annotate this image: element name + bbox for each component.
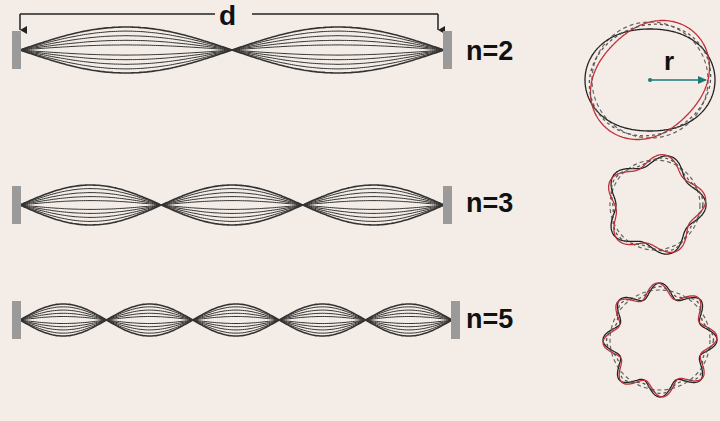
circular-wave <box>603 283 717 397</box>
circular-wave <box>609 155 706 253</box>
clamp <box>451 301 460 339</box>
dimension-label: d <box>219 2 236 30</box>
circular-wave <box>585 29 715 131</box>
wave-line <box>20 304 452 336</box>
string-waves <box>20 27 452 336</box>
clamp <box>12 186 21 224</box>
orbit-circle <box>610 290 710 390</box>
wave-line <box>20 197 444 214</box>
wave-line <box>20 185 444 225</box>
circular-wave <box>607 287 714 394</box>
wave-line <box>20 317 452 324</box>
mode-label: n=2 <box>466 38 513 65</box>
circular-wave <box>589 24 710 136</box>
wave-line <box>20 313 452 326</box>
wave-line <box>20 304 452 336</box>
wave-line <box>20 36 444 65</box>
circular-wave <box>611 158 703 251</box>
wave-line <box>20 193 444 218</box>
wave-line <box>20 31 444 69</box>
wave-line <box>20 36 444 65</box>
string-clamps <box>12 31 460 339</box>
mode-label: n=3 <box>466 190 513 217</box>
wave-line <box>20 185 444 225</box>
wave-line <box>20 27 444 73</box>
wave-line <box>20 40 444 59</box>
circular-wave <box>591 21 710 140</box>
radius-label: r <box>664 48 674 74</box>
wave-line <box>20 313 452 326</box>
circular-wave <box>611 156 706 254</box>
clamp <box>443 31 452 69</box>
wave-line <box>20 27 444 73</box>
mode-label: n=5 <box>466 306 513 333</box>
clamp <box>12 301 21 339</box>
radius-arrow <box>650 79 706 81</box>
wave-line <box>20 193 444 218</box>
wave-line <box>20 310 452 330</box>
wave-line <box>20 201 444 210</box>
wave-line <box>20 189 444 222</box>
wave-line <box>20 189 444 222</box>
wave-line <box>20 45 444 55</box>
wave-line <box>20 40 444 59</box>
clamp <box>443 186 452 224</box>
wave-line <box>20 310 452 330</box>
wave-line <box>20 317 452 324</box>
wave-line <box>20 307 452 333</box>
wave-line <box>20 201 444 210</box>
wave-line <box>20 307 452 333</box>
wave-line <box>20 197 444 214</box>
wave-line <box>20 31 444 69</box>
circular-wave <box>603 283 717 397</box>
clamp <box>12 31 21 69</box>
circular-waves <box>585 21 717 398</box>
wave-line <box>20 45 444 55</box>
